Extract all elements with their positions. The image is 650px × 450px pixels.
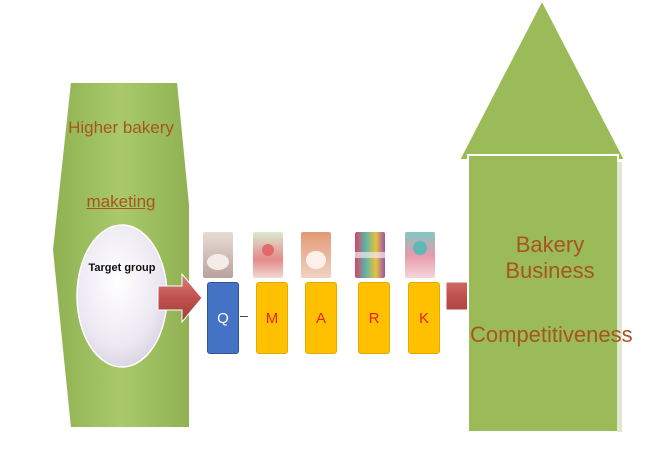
left-title-line1: Higher bakery: [68, 118, 174, 137]
photo-macarons: [355, 232, 385, 278]
letter-box-q: Q: [207, 282, 239, 354]
left-arrow: [157, 272, 203, 324]
separator-dash: –: [240, 307, 248, 323]
house-roof: [457, 0, 627, 161]
right-title-line1: Bakery Business: [505, 232, 595, 283]
photo-cake-1: [203, 232, 233, 278]
photo-cake-2: [253, 232, 283, 278]
target-group-label: Target group: [88, 262, 156, 274]
house-body-edge: [617, 162, 622, 432]
photo-cake-3: [301, 232, 331, 278]
letter-box-a: A: [305, 282, 337, 354]
letter-box-m: M: [256, 282, 288, 354]
letter-box-r: R: [358, 282, 390, 354]
left-title-line2: maketing: [86, 192, 156, 211]
right-title-line2: Competitiveness: [470, 322, 633, 347]
letter-box-k: K: [408, 282, 440, 354]
house-body: [467, 154, 619, 433]
target-group-circle: [76, 224, 168, 368]
photo-cake-5: [405, 232, 435, 278]
